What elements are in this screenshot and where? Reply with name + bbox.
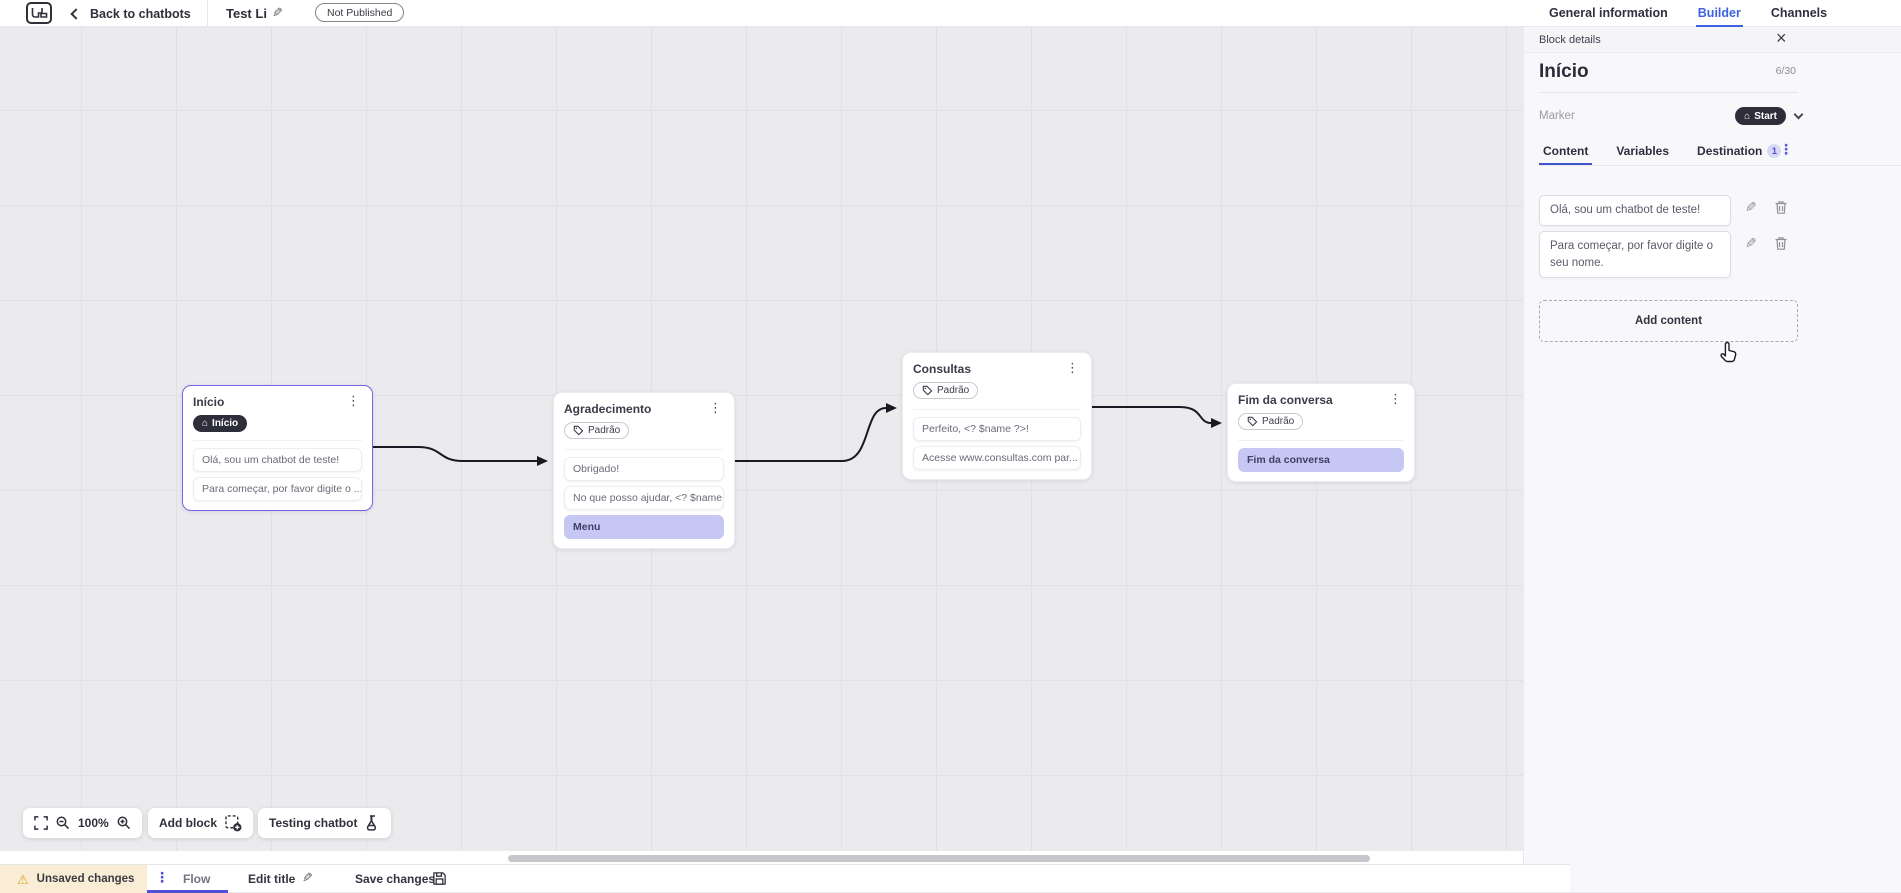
zoom-in-icon[interactable] [117, 816, 131, 830]
tag-icon [1247, 416, 1258, 427]
back-chevron-icon [70, 8, 82, 20]
flow-block-fim-da-conversa[interactable]: Fim da conversa ⋮ Padrão Fim da conversa [1227, 383, 1415, 482]
main-nav-tabs: General information Builder Channels [1547, 0, 1829, 27]
publish-status-badge: Not Published [315, 3, 405, 22]
marker-start-pill[interactable]: ⌂ Start [1735, 107, 1786, 125]
block-message-item: No que posso ajudar, <? $name ... [564, 486, 724, 510]
delete-message-trash-icon[interactable] [1774, 236, 1788, 251]
block-details-panel: Block details × Início 6/30 Marker ⌂ Sta… [1523, 27, 1901, 892]
destination-count-badge: 1 [1767, 144, 1782, 158]
block-marker-badge: Padrão [564, 422, 630, 439]
block-message-item: Acesse www.consultas.com par... [913, 446, 1081, 470]
add-block-label: Add block [159, 816, 218, 830]
add-block-button[interactable]: Add block [148, 808, 254, 838]
block-menu-icon[interactable]: ⋮ [1066, 360, 1079, 375]
panel-header: Block details × [1524, 27, 1901, 53]
unsaved-changes-label: Unsaved changes [36, 873, 135, 885]
add-content-button[interactable]: Add content [1539, 300, 1798, 342]
flow-block-agradecimento[interactable]: Agradecimento ⋮ Padrão Obrigado! No que … [553, 392, 735, 549]
block-title-input[interactable]: Início 6/30 [1539, 61, 1798, 93]
flow-block-inicio[interactable]: Início ⋮ ⌂ Início Olá, sou um chatbot de… [182, 385, 373, 511]
block-menu-item[interactable]: Menu [564, 515, 724, 539]
zoom-toolbar: 100% [23, 808, 142, 838]
marker-label: Marker [1539, 110, 1575, 122]
pencil-icon[interactable]: ✎ [302, 870, 313, 885]
badge-label: Início [212, 418, 239, 429]
edit-title-button[interactable]: Edit title [248, 872, 296, 886]
chatbot-title: Test Li [226, 6, 267, 21]
warning-icon: ⚠ [17, 871, 29, 887]
canvas-hscroll-track [0, 851, 1523, 866]
back-label: Back to chatbots [90, 6, 191, 21]
badge-label: Padrão [937, 385, 970, 396]
char-counter: 6/30 [1775, 65, 1796, 77]
block-title: Início [193, 395, 225, 409]
zoom-out-icon[interactable] [56, 816, 70, 830]
close-icon[interactable]: × [1776, 28, 1787, 48]
block-marker-badge: Padrão [1238, 413, 1304, 430]
tag-icon [922, 385, 933, 396]
flow-block-consultas[interactable]: Consultas ⋮ Padrão Perfeito, <? $name ?>… [902, 352, 1092, 480]
flow-overflow-menu-icon[interactable]: ⋮ [155, 869, 169, 885]
tab-destination[interactable]: Destination 1 [1693, 139, 1785, 165]
top-bar: Back to chatbots Test Li ✎ Not Published… [0, 0, 1901, 27]
delete-message-trash-icon[interactable] [1774, 200, 1788, 215]
home-icon: ⌂ [202, 417, 209, 429]
block-title: Agradecimento [564, 402, 652, 416]
marker-value: Start [1754, 110, 1777, 122]
home-icon: ⌂ [1744, 110, 1751, 122]
tab-flow[interactable]: Flow [183, 872, 211, 886]
chevron-down-icon[interactable] [1793, 109, 1804, 120]
testing-chatbot-label: Testing chatbot [269, 816, 358, 830]
edit-message-pencil-icon[interactable]: ✎ [1745, 235, 1757, 251]
back-to-chatbots-button[interactable]: Back to chatbots [70, 0, 191, 27]
block-menu-icon[interactable]: ⋮ [347, 393, 360, 408]
block-menu-icon[interactable]: ⋮ [709, 400, 722, 415]
canvas-hscroll-thumb[interactable] [508, 855, 1370, 862]
add-block-icon [225, 814, 242, 831]
tab-destination-label: Destination [1697, 144, 1763, 158]
block-message-item: Olá, sou um chatbot de teste! [193, 448, 362, 472]
save-changes-button[interactable]: Save changes [355, 872, 436, 886]
app-logo[interactable] [26, 2, 52, 24]
tag-icon [573, 425, 584, 436]
topbar-divider [207, 0, 208, 27]
edit-message-pencil-icon[interactable]: ✎ [1745, 199, 1757, 215]
zoom-level: 100% [78, 816, 109, 830]
block-title: Fim da conversa [1238, 393, 1333, 407]
flow-canvas[interactable]: Início ⋮ ⌂ Início Olá, sou um chatbot de… [0, 27, 1523, 866]
tab-content-label: Content [1543, 144, 1589, 158]
panel-tabs: Content Variables Destination 1 [1539, 139, 1901, 166]
app-logo-glyph [31, 7, 47, 18]
badge-label: Padrão [1262, 416, 1295, 427]
tab-variables-label: Variables [1616, 144, 1670, 158]
content-message-card[interactable]: Olá, sou um chatbot de teste! [1539, 195, 1731, 226]
unsaved-changes-status: ⚠ Unsaved changes [0, 865, 147, 893]
content-message-card[interactable]: Para começar, por favor digite o seu nom… [1539, 231, 1731, 279]
block-title-value: Início [1539, 61, 1589, 82]
panel-header-title: Block details [1539, 34, 1601, 46]
block-message-item: Obrigado! [564, 457, 724, 481]
flask-icon [367, 815, 377, 831]
tab-general-information[interactable]: General information [1549, 5, 1668, 20]
tab-builder[interactable]: Builder [1695, 0, 1743, 27]
save-icon[interactable] [432, 871, 447, 886]
edit-title-pencil-icon[interactable]: ✎ [272, 5, 283, 20]
marker-row: Marker ⌂ Start [1539, 105, 1804, 127]
block-message-item: Perfeito, <? $name ?>! [913, 417, 1081, 441]
testing-chatbot-button[interactable]: Testing chatbot [258, 808, 392, 838]
block-menu-icon[interactable]: ⋮ [1389, 391, 1402, 406]
block-message-item: Para começar, por favor digite o ... [193, 477, 362, 501]
tab-content[interactable]: Content [1539, 139, 1593, 165]
fullscreen-icon[interactable] [34, 816, 48, 830]
tab-channels[interactable]: Channels [1770, 5, 1828, 20]
panel-overflow-menu-icon[interactable]: ⋮ [1779, 141, 1793, 157]
block-end-item[interactable]: Fim da conversa [1238, 448, 1404, 472]
block-title: Consultas [913, 362, 972, 376]
tab-variables[interactable]: Variables [1612, 139, 1673, 165]
badge-label: Padrão [588, 425, 621, 436]
block-start-badge: ⌂ Início [193, 415, 248, 432]
bottom-bar: ⚠ Unsaved changes ⋮ Flow Edit title ✎ Sa… [0, 864, 1570, 893]
block-marker-badge: Padrão [913, 382, 979, 399]
